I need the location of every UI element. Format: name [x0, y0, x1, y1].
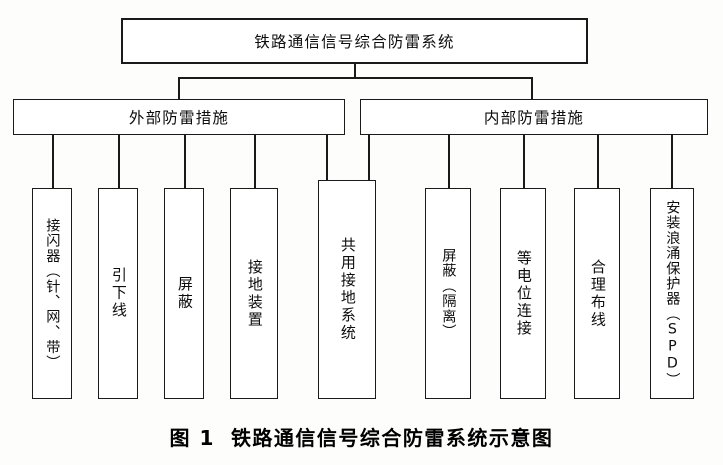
node-leaf-rational-wiring: 合理布线 — [574, 188, 620, 399]
node-leaf-air-terminal: 接闪器（针、网、带） — [32, 188, 72, 399]
connector-branch-left-drop — [178, 77, 180, 99]
node-leaf-down-conductor: 引下线 — [98, 188, 138, 399]
node-root-system: 铁路通信信号综合防雷系统 — [121, 18, 588, 64]
node-branch-external: 外部防雷措施 — [13, 99, 345, 135]
node-leaf-shielding-isolation-label: 屏蔽（隔离） — [440, 247, 457, 340]
node-leaf-earthing-device: 接地装置 — [230, 188, 278, 399]
connector-external-to-leaf-4 — [254, 135, 256, 188]
connector-root-bus — [178, 77, 532, 79]
node-leaf-equipotential-bonding-label: 等电位连接 — [514, 249, 533, 338]
node-leaf-common-earthing-system-label: 共用接地系统 — [338, 237, 357, 342]
figure-caption-text: 铁路通信信号综合防雷系统示意图 — [230, 426, 554, 450]
connector-external-to-leaf-5 — [326, 135, 328, 180]
node-leaf-shielding-external: 屏蔽 — [164, 188, 204, 399]
figure-caption: 图 1 铁路通信信号综合防雷系统示意图 — [0, 422, 723, 451]
node-leaf-down-conductor-label: 引下线 — [109, 267, 128, 320]
connector-internal-to-leaf-9 — [671, 135, 673, 188]
node-leaf-install-spd: 安装浪涌保护器（SPD） — [650, 188, 694, 399]
node-branch-internal: 内部防雷措施 — [360, 99, 708, 135]
connector-branch-right-drop — [531, 77, 533, 99]
node-leaf-shielding-isolation: 屏蔽（隔离） — [425, 188, 471, 399]
connector-external-to-leaf-3 — [184, 135, 186, 188]
node-leaf-air-terminal-label: 接闪器（针、网、带） — [44, 217, 61, 370]
node-leaf-install-spd-label: 安装浪涌保护器（SPD） — [664, 199, 681, 388]
connector-internal-to-leaf-5 — [368, 135, 370, 180]
connector-internal-to-leaf-7 — [523, 135, 525, 188]
connector-internal-to-leaf-8 — [597, 135, 599, 188]
node-root-label: 铁路通信信号综合防雷系统 — [254, 33, 455, 51]
connector-root-stem — [354, 64, 356, 78]
node-branch-internal-label: 内部防雷措施 — [483, 109, 585, 127]
node-leaf-equipotential-bonding: 等电位连接 — [500, 188, 546, 399]
connector-external-to-leaf-1 — [52, 135, 54, 188]
node-leaf-common-earthing-system: 共用接地系统 — [318, 180, 376, 399]
figure-caption-number: 图 1 — [169, 426, 215, 450]
connector-external-to-leaf-2 — [118, 135, 120, 188]
node-leaf-earthing-device-label: 接地装置 — [245, 258, 264, 329]
node-branch-external-label: 外部防雷措施 — [128, 109, 230, 127]
node-leaf-rational-wiring-label: 合理布线 — [588, 258, 607, 329]
node-leaf-shielding-external-label: 屏蔽 — [175, 276, 194, 311]
connector-internal-to-leaf-6 — [448, 135, 450, 188]
